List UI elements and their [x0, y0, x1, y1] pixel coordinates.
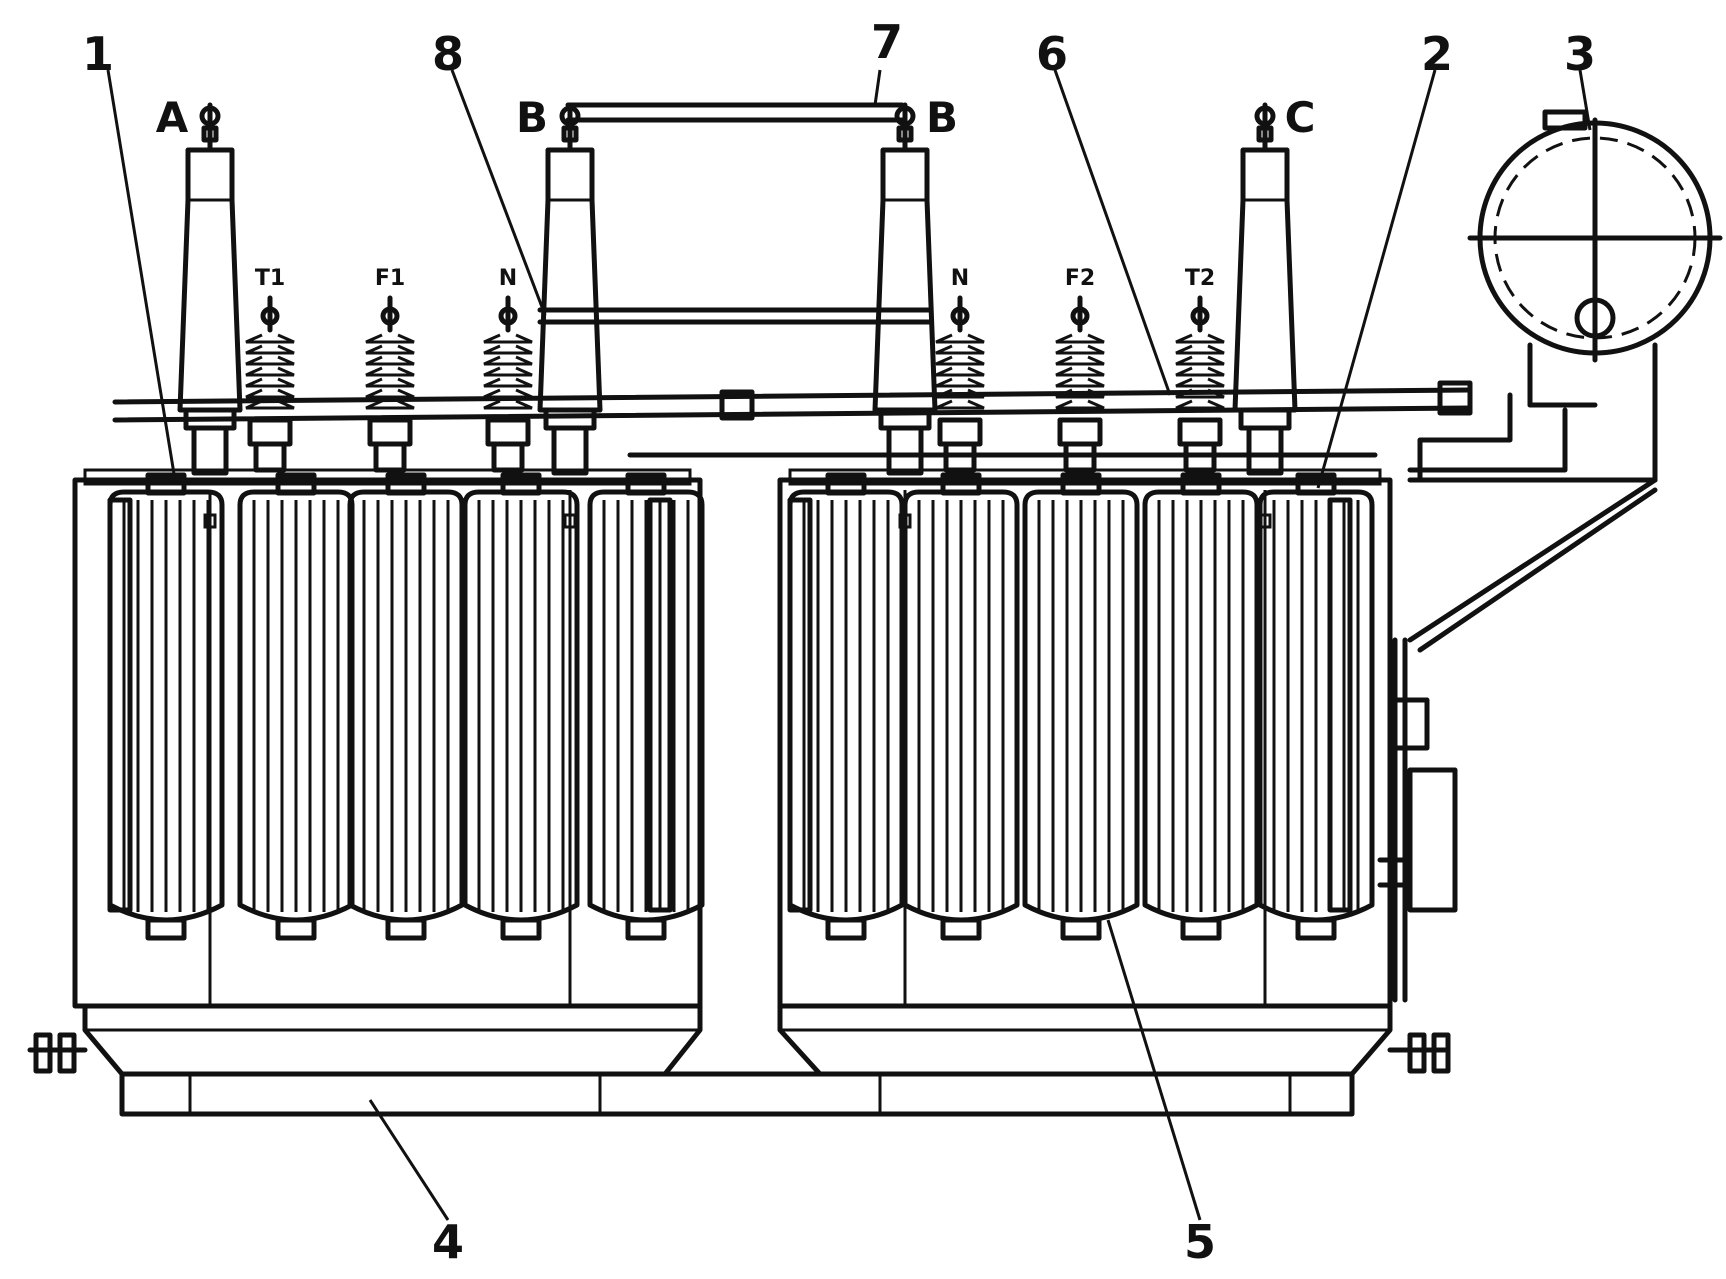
callout-1: 1 [82, 27, 114, 81]
callout-8: 8 [432, 27, 464, 81]
radiator-frame [110, 500, 130, 910]
terminal-labels: T1 F1 N N F2 T2 [255, 266, 1215, 291]
radiator-panel [905, 475, 1017, 938]
radiator-panel [590, 475, 702, 938]
radiator-banks [110, 475, 1372, 938]
base-frame [30, 1006, 1448, 1114]
phase-b-right-label: B [926, 93, 958, 142]
phase-c-label: C [1285, 93, 1316, 142]
radiator-panel [1145, 475, 1257, 938]
callout-3: 3 [1564, 27, 1596, 81]
terminal-f1-label: F1 [375, 266, 405, 291]
terminal-t2-label: T2 [1185, 266, 1215, 291]
bus-bar [540, 105, 930, 322]
hv-bushing [875, 105, 935, 1006]
callout-5: 5 [1184, 1215, 1216, 1269]
callout-2: 2 [1421, 27, 1453, 81]
terminal-f2-label: F2 [1065, 266, 1095, 291]
terminal-n-left-label: N [499, 266, 517, 291]
radiator-panel [790, 475, 902, 938]
callout-6: 6 [1036, 27, 1068, 81]
hv-bushing [180, 105, 240, 1006]
cover-pipe [115, 383, 1470, 420]
radiator-panel [110, 475, 222, 938]
callout-4: 4 [432, 1215, 464, 1269]
radiator-panel [350, 475, 462, 938]
callout-7: 7 [871, 15, 903, 69]
lv-bushing [366, 298, 414, 470]
radiator-panel [465, 475, 577, 938]
phase-a-label: A [156, 93, 189, 142]
hv-bushings [180, 105, 1295, 1006]
radiator-panel [1260, 475, 1372, 938]
terminal-n-right-label: N [951, 266, 969, 291]
radiator-panel [240, 475, 352, 938]
lv-bushing [936, 298, 984, 470]
radiator-panel [1025, 475, 1137, 938]
phase-b-left-label: B [516, 93, 548, 142]
lv-bushing [246, 298, 294, 470]
terminal-t1-label: T1 [255, 266, 285, 291]
lv-bushing [484, 298, 532, 470]
lv-bushing [1056, 298, 1104, 470]
leader-lines [108, 70, 1590, 1220]
lv-bushing [1176, 298, 1224, 470]
radiator-frame [790, 500, 810, 910]
radiator-frame [1330, 500, 1350, 910]
